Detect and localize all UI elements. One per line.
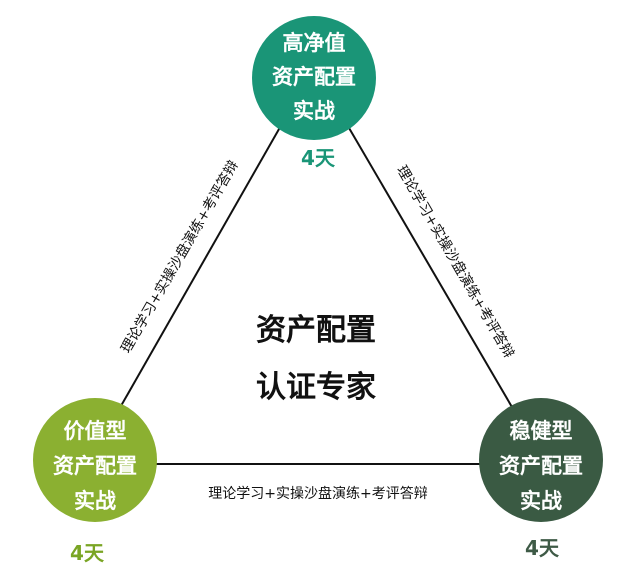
edge-right-line xyxy=(320,79,541,456)
node-right-circle xyxy=(479,398,603,522)
node-left-line2: 资产配置 xyxy=(53,454,137,478)
node-top-line3: 实战 xyxy=(293,99,335,123)
center-title-line2: 认证专家 xyxy=(256,370,376,405)
node-top-days: 4天 xyxy=(301,146,336,170)
node-left-circle xyxy=(33,398,157,522)
node-right-days: 4天 xyxy=(525,536,560,560)
node-top-circle xyxy=(252,16,376,140)
node-left-days: 4天 xyxy=(70,541,105,565)
node-right-line1: 稳健型 xyxy=(510,419,573,443)
edge-left-label: 理论学习+实操沙盘演练+考评答辩 xyxy=(117,157,241,356)
node-right-line3: 实战 xyxy=(520,489,562,513)
node-top-line1: 高净值 xyxy=(283,31,346,55)
node-left-line1: 价值型 xyxy=(64,419,127,443)
node-top-line2: 资产配置 xyxy=(272,65,356,89)
edge-bottom-label: 理论学习+实操沙盘演练+考评答辩 xyxy=(208,485,427,502)
node-right-line2: 资产配置 xyxy=(499,454,583,478)
node-left-line3: 实战 xyxy=(74,489,116,513)
edge-right-label: 理论学习+实操沙盘演练+考评答辩 xyxy=(393,162,517,361)
edge-left-line xyxy=(92,79,308,456)
center-title-line1: 资产配置 xyxy=(256,313,376,348)
